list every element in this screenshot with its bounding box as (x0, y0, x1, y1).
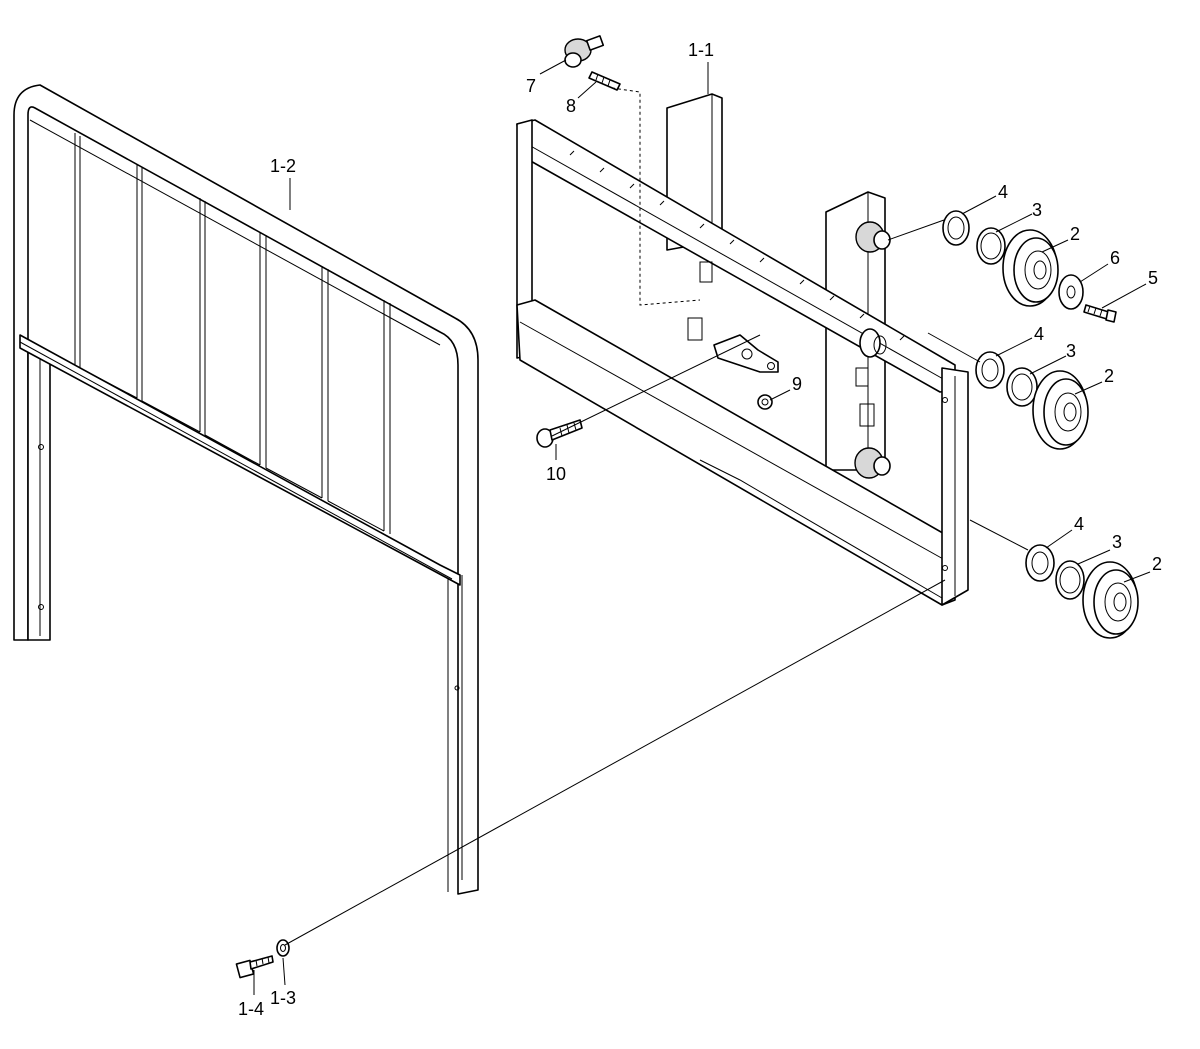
callout-3-middle: 3 (1066, 341, 1076, 361)
callout-4-lower: 4 (1074, 514, 1084, 534)
washer-6 (1058, 274, 1084, 310)
callout-5: 5 (1148, 268, 1158, 288)
callout-1-4: 1-4 (238, 999, 264, 1019)
stopper-pin (564, 35, 605, 68)
backrest-bolt (235, 955, 274, 979)
shim-4-middle (975, 351, 1005, 389)
callout-4-upper: 4 (998, 182, 1008, 202)
callout-8: 8 (566, 96, 576, 116)
shim-4-lower (1025, 544, 1055, 582)
shim-4-upper (942, 210, 970, 246)
callout-3-upper: 3 (1032, 200, 1042, 220)
spring-pin (588, 71, 621, 91)
callout-1-1: 1-1 (688, 40, 714, 60)
roller-set-middle (975, 351, 1089, 450)
backrest-washer (276, 939, 290, 957)
callout-6: 6 (1110, 248, 1120, 268)
roller-set-upper (942, 210, 1117, 323)
callout-1-2: 1-2 (270, 156, 296, 176)
callout-3-lower: 3 (1112, 532, 1122, 552)
callout-2-upper: 2 (1070, 224, 1080, 244)
callout-labels: 1-1 1-2 1-3 1-4 2 2 2 3 3 3 4 4 4 5 6 7 … (238, 40, 1162, 1019)
fork-carriage (516, 93, 969, 606)
callout-1-3: 1-3 (270, 988, 296, 1008)
callout-leaders (253, 59, 1151, 995)
screw-5 (1083, 304, 1117, 323)
callout-2-middle: 2 (1104, 366, 1114, 386)
shim-3-middle (1006, 367, 1038, 407)
load-backrest (13, 84, 479, 895)
roller-set-lower (1025, 544, 1139, 639)
callout-7: 7 (526, 76, 536, 96)
socket-bolt (536, 419, 583, 448)
upper-roller-stub (855, 221, 891, 253)
callout-2-lower: 2 (1152, 554, 1162, 574)
lower-roller-stub (854, 447, 891, 479)
nut (757, 394, 773, 410)
assembly-lines (284, 87, 1029, 946)
callout-9: 9 (792, 374, 802, 394)
callout-4-middle: 4 (1034, 324, 1044, 344)
callout-10: 10 (546, 464, 566, 484)
